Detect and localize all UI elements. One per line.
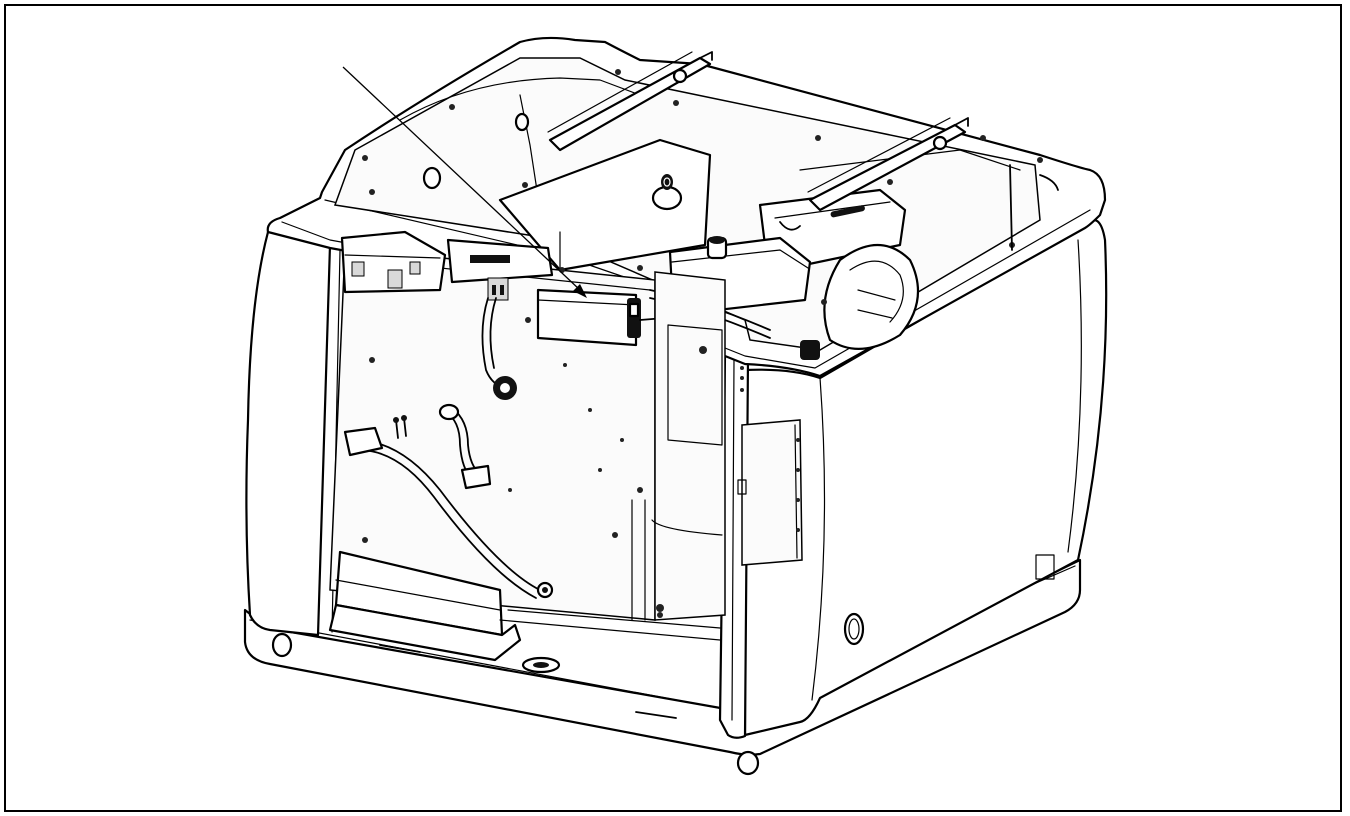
hinge-arm-right [807,117,969,212]
callout-arrowhead [573,284,587,298]
right-side-panel [743,218,1108,737]
side-column [631,271,726,621]
motor-assembly [800,243,920,360]
frame-bolts [362,69,1059,305]
side-recess-panel [737,419,803,566]
base-plinth [243,558,1082,776]
drip-tray [328,550,721,662]
callout-leader-line [342,66,587,298]
hoses [343,297,554,599]
front-right-post [718,353,750,739]
terminal-block [446,238,554,301]
hinge-arm-left [547,51,713,152]
left-corner-post [245,230,341,637]
control-box [340,230,447,294]
relay-box [536,288,638,347]
